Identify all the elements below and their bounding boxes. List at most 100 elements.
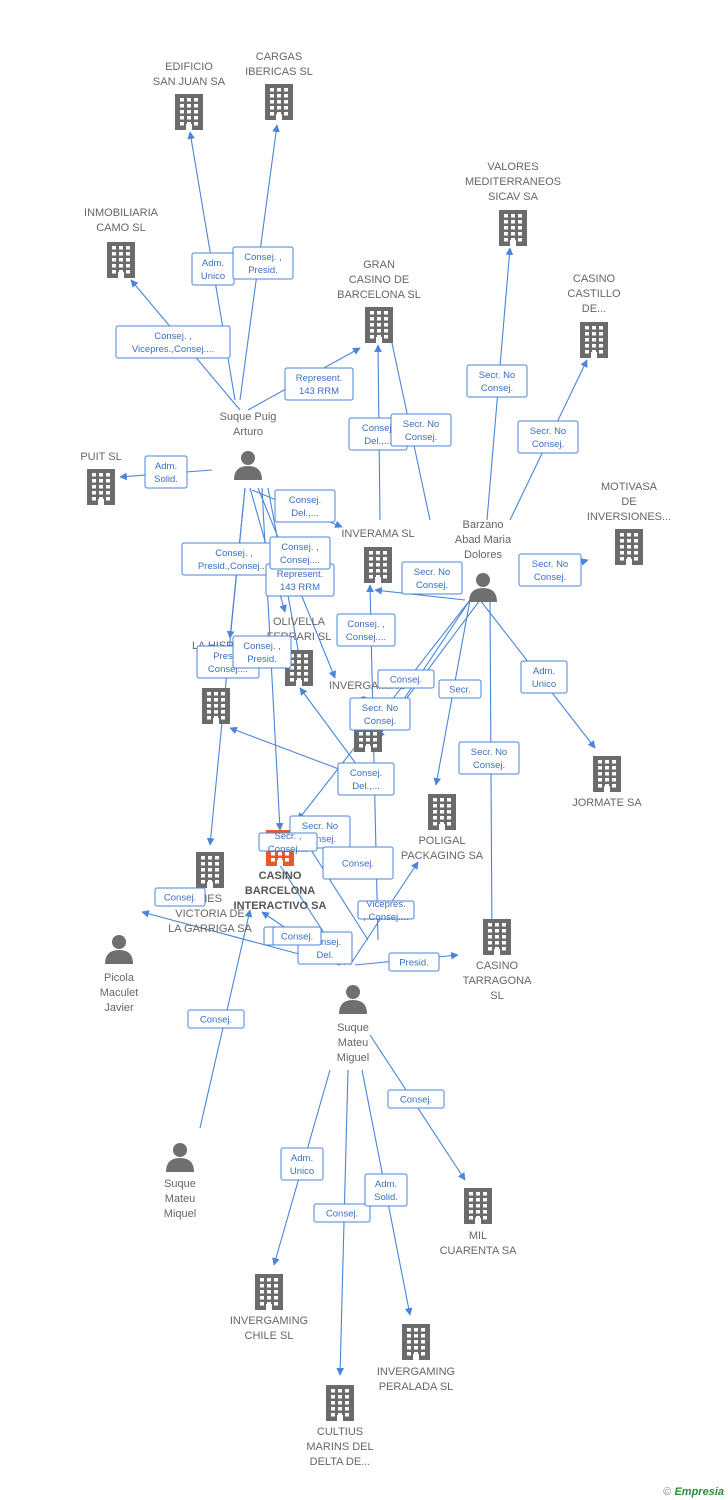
edge-label-box [232,635,292,669]
node-label-line: PUIT SL [80,451,121,463]
node-label-line: CASINO [573,273,616,285]
edge-label-text: Consej. [304,834,336,845]
edge-label[interactable]: Consej. ,Presid. [232,635,292,669]
node-label-line: Suque Puig [220,411,277,423]
node-label-line: Miguel [337,1052,369,1064]
edge-label[interactable]: Consej. ,Presid. [232,246,294,280]
edge-label-box [438,679,482,699]
edge-label[interactable]: Adm.Solid. [144,455,188,489]
building-icon [365,307,393,343]
edge-label-box [401,561,463,595]
edge-label[interactable]: Presid. [388,952,440,972]
node-castillo[interactable]: CASINO CASTILLO DE... [567,273,621,358]
edge-label[interactable]: Adm.Unico [520,660,568,694]
edge-label[interactable]: Consej. [187,1009,245,1029]
edge-label[interactable]: Consej. ,Consej.... [336,613,396,647]
edge-label-text: Consej. [342,859,374,870]
edge-label-box [458,741,520,775]
footer: © Empresia [663,1486,724,1498]
edge-label[interactable]: Adm.Solid. [364,1173,408,1207]
edge-label[interactable]: Consej. [377,669,435,689]
edge-label-text: Secr. No [414,567,450,578]
edge-label[interactable]: Represent.143 RRM [284,367,354,401]
node-label-line: CUARENTA SA [440,1245,517,1257]
node-label-line: TARRAGONA [463,975,533,987]
node-motivasa[interactable]: MOTIVASADEINVERSIONES... [587,481,671,565]
edge-label-text: Solid. [154,474,178,485]
edge-label[interactable]: Consej.Del.,... [337,762,395,796]
building-icon [255,1274,283,1310]
node-label-line: EDIFICIO [165,61,213,73]
edge-label[interactable]: Consej. ,Consej.... [269,536,331,570]
edge-label-text: Consej. [532,439,564,450]
edge-label-box [377,669,435,689]
edge-label[interactable]: Vicepres., Consej.... [357,899,415,923]
edge-label[interactable]: Consej. [313,1203,371,1223]
edge-label-box [337,762,395,796]
edge-label[interactable]: Secr. ,Consej.... [258,831,318,855]
node-label-line: CASTILLO [567,288,621,300]
edge-label-box [274,489,336,523]
node-jormate[interactable]: JORMATE SA [572,756,642,809]
node-puit[interactable]: PUIT SL [80,451,122,505]
node-label-line: Picola [104,972,135,984]
brand-logo[interactable]: Empresia [674,1486,724,1498]
node-label-line: INTERACTIVO SA [234,900,327,912]
edge-label[interactable]: Consej. [387,1089,445,1109]
node-label-line: POLIGAL [418,835,465,847]
edge-label-text: Adm. [202,258,224,269]
edge-label-text: Represent. [277,569,323,580]
node-label-line: SICAV SA [488,191,539,203]
node-inverama[interactable]: INVERAMA SL [341,528,415,583]
edge-label[interactable]: Consej. [272,926,322,946]
edge-label-text: Vicepres.,Consej.... [132,344,214,355]
edge-label[interactable]: Consej.Del.,... [274,489,336,523]
edge-label-text: Consej. [400,1095,432,1106]
node-label-line: CASINO DE [349,274,410,286]
edge-label-text: Consej. [289,495,321,506]
edge-label[interactable]: Adm.Unico [280,1147,324,1181]
edge-label[interactable]: Consej. ,Presid.,Consej.... [181,542,287,576]
edge-label-box [349,697,411,731]
edge-label[interactable]: Consej. ,Vicepres.,Consej.... [115,325,231,359]
node-label-line: Miquel [164,1208,196,1220]
edge-label-box [357,900,415,920]
building-icon [615,529,643,565]
node-label-line: DE... [582,303,606,315]
edge-label-box [280,1147,324,1181]
node-label-line: CAMO SL [96,222,146,234]
building-icon [499,210,527,246]
edge-label[interactable]: Secr. [438,679,482,699]
node-label-line: IBERICAS SL [245,66,313,78]
edge-label[interactable]: Consej. [322,846,394,880]
edge-label[interactable]: Consej. [154,887,206,907]
edge-label-text: Consej.... [268,844,308,855]
edge-label-box [518,553,582,587]
edge-label-box [466,364,528,398]
edge-label[interactable]: Adm.Unico [191,252,235,286]
